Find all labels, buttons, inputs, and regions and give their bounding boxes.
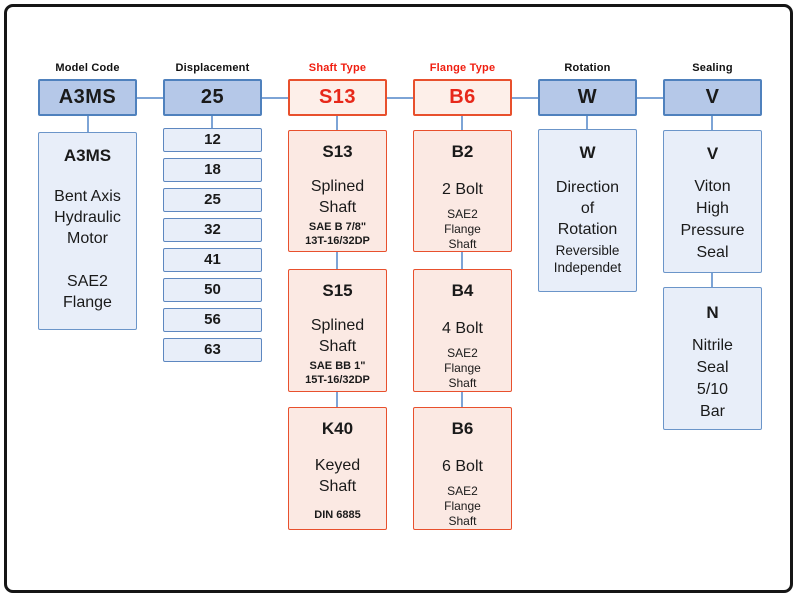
displacement-option-50: 50 xyxy=(163,278,262,302)
flange-option-spec: SAE2 Flange Shaft xyxy=(444,207,481,251)
shaft-option-spec: SAE B 7/8" 13T-16/32DP xyxy=(305,221,370,247)
shaft-option-name: Splined Shaft xyxy=(310,317,365,355)
displacement-option-41: 41 xyxy=(163,248,262,272)
flange-option-b2-box: B2 2 Bolt SAE2 Flange Shaft xyxy=(413,130,512,252)
column-label-model-code: Model Code xyxy=(55,62,120,74)
column-label-sealing: Sealing xyxy=(692,62,733,74)
shaft-option-s15-box: S15 Splined Shaft SAE BB 1" 15T-16/32DP xyxy=(288,269,387,392)
shaft-option-s13-box: S13 Splined Shaft SAE B 7/8" 13T-16/32DP xyxy=(288,130,387,252)
rotation-note: Reversible Independet xyxy=(553,243,622,275)
diagram-border-frame xyxy=(4,4,793,593)
shaft-option-spec: SAE BB 1" 15T-16/32DP xyxy=(305,360,370,386)
model-code-description-box: A3MS Bent Axis Hydraulic Motor SAE2 Flan… xyxy=(38,132,137,330)
header-box-rotation: W xyxy=(538,79,637,116)
flange-option-code: B4 xyxy=(451,281,474,300)
header-box-model-code: A3MS xyxy=(38,79,137,116)
displacement-option-56: 56 xyxy=(163,308,262,332)
sealing-option-code: V xyxy=(706,144,719,163)
shaft-option-code: S13 xyxy=(322,142,353,161)
rotation-description-box: W Direction of Rotation Reversible Indep… xyxy=(538,129,637,292)
sealing-option-n-box: N Nitrile Seal 5/10 Bar xyxy=(663,287,762,430)
column-label-shaft-type: Shaft Type xyxy=(308,62,367,74)
column-label-rotation: Rotation xyxy=(564,62,611,74)
header-box-shaft-type: S13 xyxy=(288,79,387,116)
rotation-description: Direction of Rotation xyxy=(555,179,620,238)
column-label-flange-type: Flange Type xyxy=(429,62,496,74)
displacement-option-18: 18 xyxy=(163,158,262,182)
connector-header-row xyxy=(88,97,712,99)
flange-option-name: 6 Bolt xyxy=(442,458,483,475)
shaft-option-k40-box: K40 Keyed Shaft DIN 6885 xyxy=(288,407,387,530)
sealing-option-description: Viton High Pressure Seal xyxy=(680,178,745,261)
displacement-option-32: 32 xyxy=(163,218,262,242)
displacement-option-12: 12 xyxy=(163,128,262,152)
flange-option-name: 4 Bolt xyxy=(442,320,483,337)
shaft-option-name: Keyed Shaft xyxy=(314,457,361,495)
flange-option-name: 2 Bolt xyxy=(442,181,483,198)
header-box-sealing: V xyxy=(663,79,762,116)
header-box-displacement: 25 xyxy=(163,79,262,116)
rotation-code: W xyxy=(579,143,596,162)
header-box-flange-type: B6 xyxy=(413,79,512,116)
connector-rotation xyxy=(586,116,588,131)
flange-option-b4-box: B4 4 Bolt SAE2 Flange Shaft xyxy=(413,269,512,392)
sealing-option-v-box: V Viton High Pressure Seal xyxy=(663,130,762,273)
shaft-option-code: S15 xyxy=(322,281,353,300)
displacement-option-25: 25 xyxy=(163,188,262,212)
flange-option-code: B6 xyxy=(451,419,474,438)
model-code-title: A3MS xyxy=(63,146,112,165)
displacement-option-63: 63 xyxy=(163,338,262,362)
column-label-displacement: Displacement xyxy=(175,62,250,74)
model-code-flange-note: SAE2 Flange xyxy=(63,273,112,311)
connector-model-code xyxy=(87,116,89,134)
connector-displacement xyxy=(211,116,213,130)
sealing-option-code: N xyxy=(706,303,719,322)
flange-option-spec: SAE2 Flange Shaft xyxy=(444,346,481,390)
flange-option-spec: SAE2 Flange Shaft xyxy=(444,484,481,528)
shaft-option-name: Splined Shaft xyxy=(310,178,365,216)
shaft-option-spec: DIN 6885 xyxy=(314,509,361,521)
shaft-option-code: K40 xyxy=(321,419,354,438)
sealing-option-description: Nitrile Seal 5/10 Bar xyxy=(692,337,733,420)
flange-option-b6-box: B6 6 Bolt SAE2 Flange Shaft xyxy=(413,407,512,530)
flange-option-code: B2 xyxy=(451,142,474,161)
model-code-description: Bent Axis Hydraulic Motor xyxy=(54,188,121,247)
